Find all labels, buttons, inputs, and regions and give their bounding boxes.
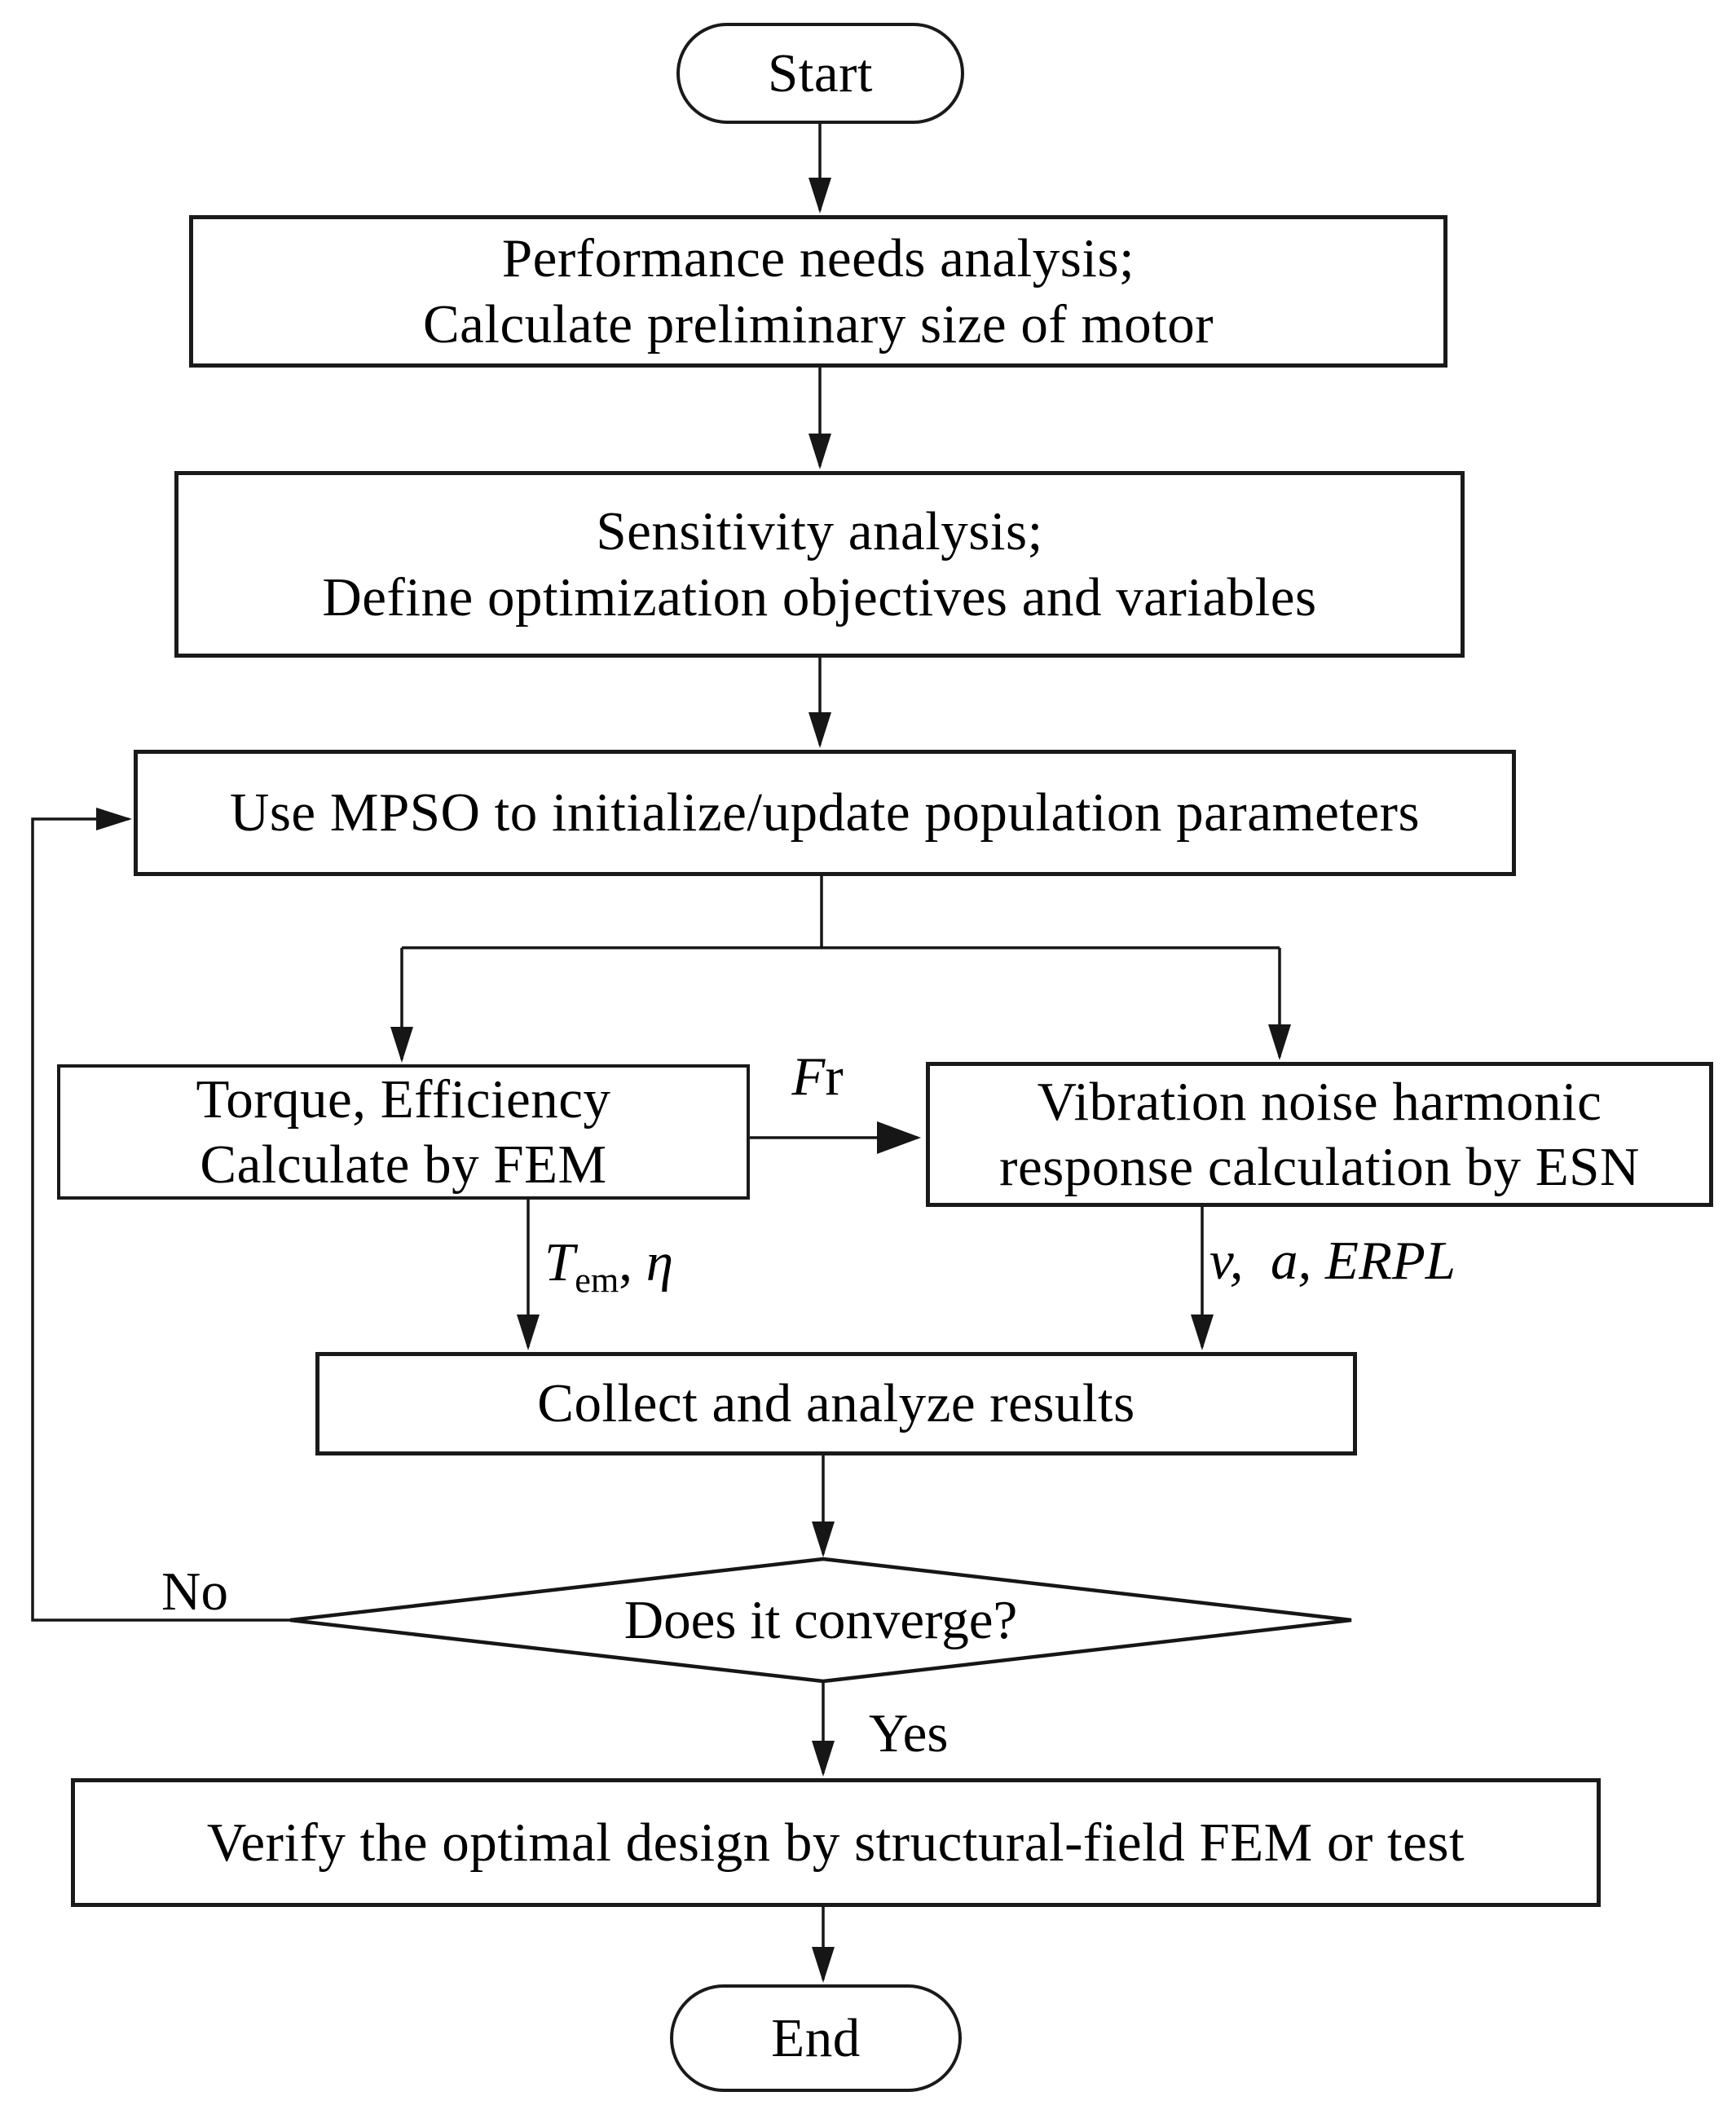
node-performance-line2: Calculate preliminary size of motor bbox=[422, 293, 1214, 355]
node-start-label: Start bbox=[767, 42, 874, 103]
edge-label-fr: Fr bbox=[791, 1050, 843, 1104]
outputs-text: v, a, ERPL bbox=[1209, 1231, 1456, 1291]
node-fem-calculation: Torque, Efficiency Calculate by FEM bbox=[57, 1064, 750, 1200]
fr-variable: F bbox=[791, 1046, 826, 1107]
node-performance-line1: Performance needs analysis; bbox=[501, 228, 1135, 289]
fr-suffix: r bbox=[825, 1046, 844, 1107]
node-esn-calculation: Vibration noise harmonic response calcul… bbox=[926, 1062, 1713, 1207]
edge-decision-no-loop bbox=[31, 808, 290, 1622]
edge-label-no: No bbox=[161, 1565, 228, 1619]
node-decision-converge: Does it converge? bbox=[290, 1559, 1351, 1681]
node-verify-label: Verify the optimal design by structural-… bbox=[206, 1812, 1465, 1873]
tem-subscript: em bbox=[575, 1260, 619, 1301]
node-sensitivity-analysis: Sensitivity analysis; Define optimizatio… bbox=[174, 471, 1465, 658]
node-verify-design: Verify the optimal design by structural-… bbox=[71, 1778, 1601, 1907]
node-fem-line1: Torque, Efficiency bbox=[196, 1068, 611, 1130]
node-fem-line2: Calculate by FEM bbox=[200, 1134, 607, 1195]
yes-text: Yes bbox=[869, 1703, 949, 1764]
node-collect-results: Collect and analyze results bbox=[315, 1352, 1357, 1455]
node-start: Start bbox=[676, 23, 964, 124]
edge-label-outputs: v, a, ERPL bbox=[1209, 1234, 1456, 1288]
node-sensitivity-line2: Define optimization objectives and varia… bbox=[322, 566, 1317, 628]
node-end-label: End bbox=[771, 2007, 861, 2068]
node-collect-label: Collect and analyze results bbox=[537, 1373, 1135, 1434]
node-esn-line1: Vibration noise harmonic bbox=[1037, 1071, 1602, 1132]
edge-label-tem-eta: Tem, η bbox=[544, 1232, 674, 1299]
node-mpso-update: Use MPSO to initialize/update population… bbox=[134, 750, 1516, 876]
edge-label-yes: Yes bbox=[869, 1706, 949, 1761]
tem-separator: , bbox=[619, 1232, 646, 1293]
no-text: No bbox=[161, 1561, 228, 1622]
node-sensitivity-line1: Sensitivity analysis; bbox=[596, 501, 1043, 562]
node-mpso-label: Use MPSO to initialize/update population… bbox=[229, 782, 1421, 843]
node-end: End bbox=[670, 1984, 962, 2092]
node-esn-line2: response calculation by ESN bbox=[999, 1137, 1640, 1197]
tem-variable: T bbox=[544, 1232, 575, 1293]
node-decision-label: Does it converge? bbox=[623, 1589, 1018, 1650]
eta-symbol: η bbox=[645, 1232, 674, 1293]
node-performance-analysis: Performance needs analysis; Calculate pr… bbox=[189, 215, 1447, 368]
